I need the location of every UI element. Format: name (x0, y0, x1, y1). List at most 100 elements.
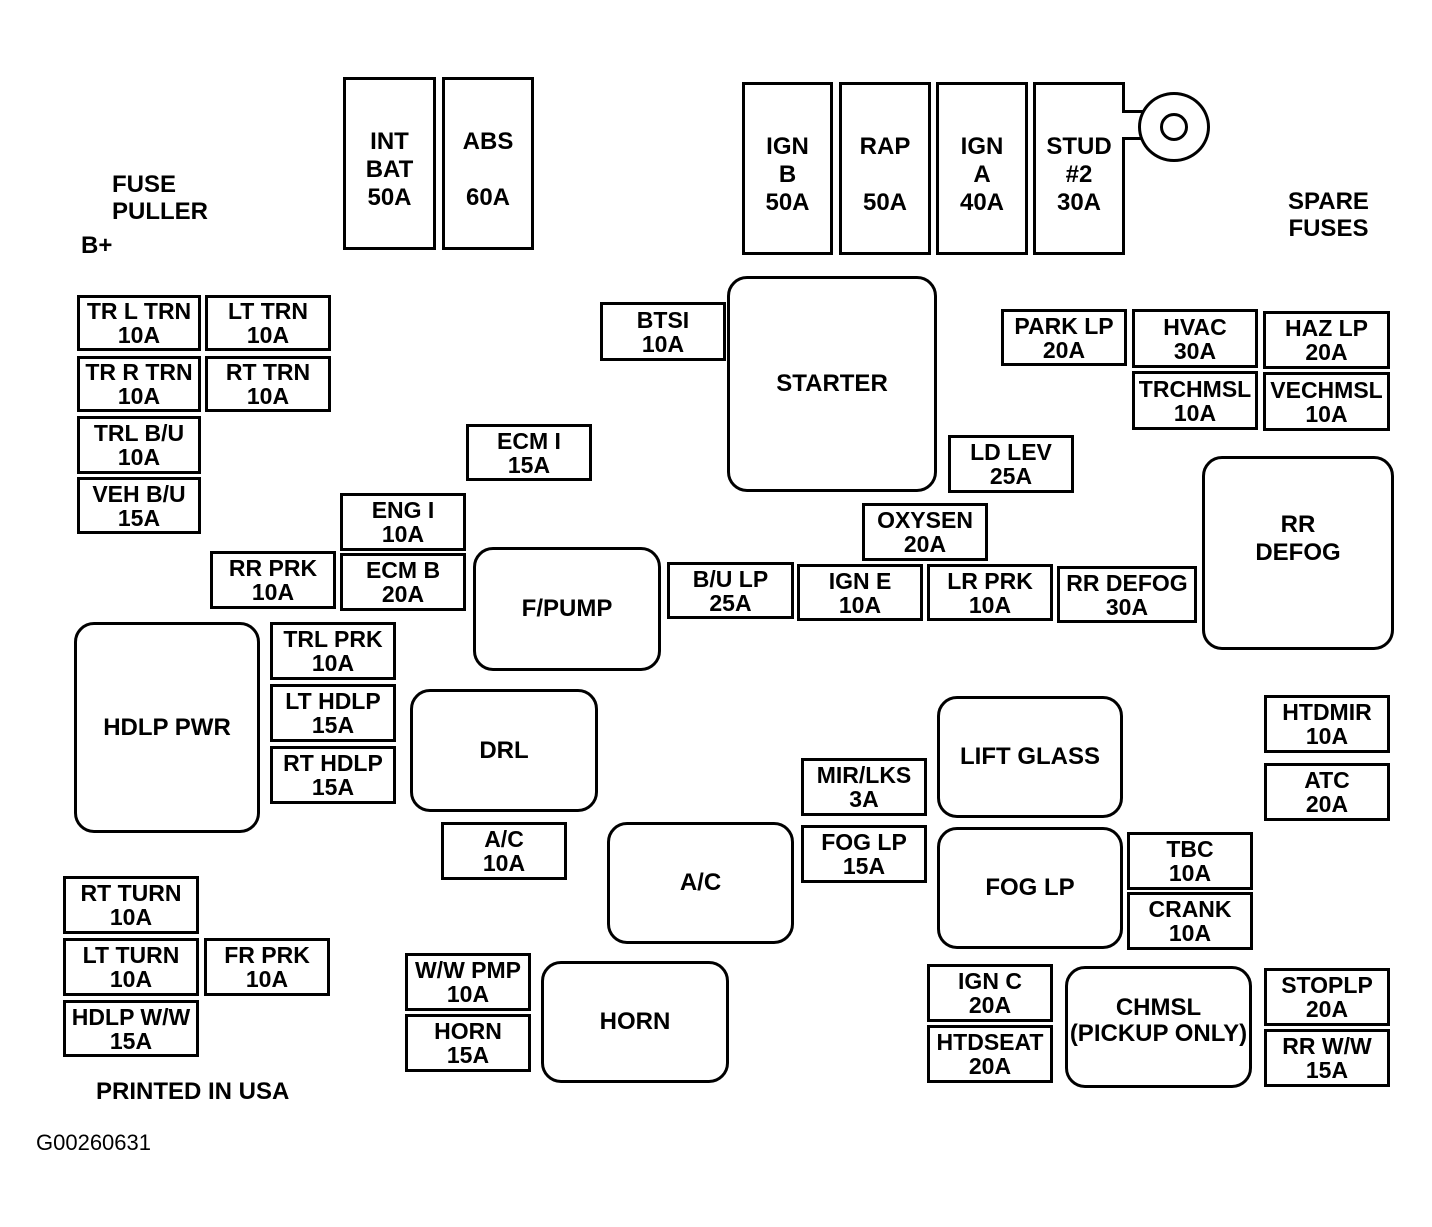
fuse-w-w-pmp: W/W PMP 10A (405, 953, 531, 1011)
fuse-ecm-b: ECM B 20A (340, 553, 466, 611)
fuse-label: OXYSEN (877, 507, 973, 533)
fuse-vechmsl: VECHMSL 10A (1263, 372, 1390, 431)
fuse-rating: 10A (446, 981, 490, 1007)
fuse-label: RT HDLP (283, 750, 383, 776)
fuse-lt-hdlp: LT HDLP 15A (270, 684, 396, 742)
fuse-label: HAZ LP (1284, 315, 1369, 341)
fuse-rating: 20A (968, 1053, 1012, 1079)
fuse-rating: 20A (903, 531, 947, 557)
fuse-rating: 20A (1042, 336, 1086, 363)
fuse-ld-lev: LD LEV 25A (948, 435, 1074, 493)
fuse-lt-trn: LT TRN 10A (205, 295, 331, 351)
fuse-label: HTDSEAT (936, 1029, 1044, 1055)
fuse-rating: 10A (482, 850, 526, 876)
fuse-htdmir: HTDMIR 10A (1264, 695, 1390, 753)
fuse-haz-lp: HAZ LP 20A (1263, 311, 1390, 369)
fuse-label: TBC (1166, 836, 1214, 862)
fuse-label: HTDMIR (1282, 699, 1372, 725)
fuse-label: B (778, 161, 797, 188)
fuse-label: INT (370, 128, 409, 155)
fuse-ecm-i: ECM I 15A (466, 424, 592, 481)
fuse-label: ECM B (365, 557, 441, 583)
fuse-rr-defog: RR DEFOG 30A (1057, 566, 1197, 623)
fuse-rating: 10A (251, 579, 295, 605)
fuse-rating: 15A (446, 1042, 490, 1068)
fuse-a-c: A/C 10A (441, 822, 567, 880)
fuse-rating: 20A (968, 992, 1012, 1018)
fuse-eng-i: ENG I 10A (340, 493, 466, 551)
fuse-fog-lp: FOG LP 15A (801, 825, 927, 883)
fuse-trl-b-u: TRL B/U 10A (77, 416, 201, 474)
relay-drl: DRL (410, 689, 598, 812)
fuse-rating: 15A (842, 853, 886, 879)
fuse-rating: 10A (1305, 723, 1349, 749)
fuse-hvac: HVAC 30A (1132, 309, 1258, 368)
fuse-puller-label: FUSE PULLER (112, 171, 208, 225)
relay-rr-defog: RR DEFOG (1202, 456, 1394, 650)
fuse-label: HORN (434, 1018, 502, 1044)
fuse-rating: 20A (1305, 791, 1349, 817)
fuse-label: B/U LP (692, 565, 769, 592)
fuse-rating: 10A (968, 591, 1012, 618)
fuse-label: LR PRK (947, 567, 1033, 594)
fuse-rating: 10A (838, 591, 882, 618)
fuse-label: W/W PMP (414, 957, 522, 983)
relay-label: F/PUMP (521, 595, 613, 622)
figure-code-label: G00260631 (36, 1130, 151, 1155)
fuse-atc: ATC 20A (1264, 763, 1390, 821)
fuse-hdlp-w-w: HDLP W/W 15A (63, 1000, 199, 1057)
spare-fuses-label-line2: FUSES (1288, 215, 1369, 242)
maxi-fuse-int-bat: INT BAT 50A (343, 77, 436, 250)
fuse-rating: 15A (1305, 1057, 1349, 1083)
fuse-label: VECHMSL (1270, 376, 1383, 403)
relay-label: HORN (599, 1008, 671, 1035)
maxi-fuse-ign-a: IGN A 40A (936, 82, 1028, 255)
fuse-label: TRL B/U (93, 420, 185, 446)
fuse-rating: 15A (311, 712, 355, 738)
fuse-ign-c: IGN C 20A (927, 964, 1053, 1022)
spare-fuses-label: SPARE FUSES (1288, 188, 1369, 242)
fuse-rating: 10A (311, 650, 355, 676)
fuse-label: TRCHMSL (1138, 375, 1252, 402)
fuse-rating: 15A (507, 451, 551, 478)
fuse-lt-turn: LT TURN 10A (63, 938, 199, 996)
fuse-rating: 10A (117, 322, 161, 348)
fuse-rating: 10A (1305, 400, 1348, 427)
fuse-label: IGN C (958, 968, 1022, 994)
relay-hdlp-pwr: HDLP PWR (74, 622, 260, 833)
fuse-rating: 20A (381, 581, 425, 607)
fuse-rating: 10A (109, 966, 153, 992)
fuse-label: LT HDLP (285, 688, 381, 714)
fuse-rating: 3A (849, 786, 879, 812)
maxi-fuse-rap: RAP 50A (839, 82, 931, 255)
relay-label: HDLP PWR (103, 713, 231, 741)
fuse-rt-turn: RT TURN 10A (63, 876, 199, 934)
fuse-rating: 15A (311, 774, 355, 800)
fuse-tr-r-trn: TR R TRN 10A (77, 356, 201, 412)
fuse-label: A/C (484, 826, 524, 852)
fuse-mir-lks: MIR/LKS 3A (801, 758, 927, 816)
fuse-label: HVAC (1163, 313, 1227, 340)
fuse-rating: 10A (117, 383, 161, 409)
fuse-rating: 10A (1168, 860, 1212, 886)
fuse-rating: 10A (117, 444, 161, 470)
fuse-rating: 30A (1173, 337, 1217, 364)
fuse-rating: 50A (862, 189, 908, 216)
fuse-rating: 15A (117, 504, 161, 531)
fuse-label: ABS (462, 128, 514, 155)
spare-fuses-label-line1: SPARE (1288, 188, 1369, 215)
fuse-label: BTSI (636, 306, 690, 333)
fuse-label: RR W/W (1282, 1033, 1372, 1059)
fuse-rating: 40A (959, 189, 1005, 216)
fuse-label: RAP (859, 133, 911, 160)
relay-fog-lp: FOG LP (937, 827, 1123, 949)
fuse-b-u-lp: B/U LP 25A (667, 562, 794, 619)
fuse-label: IGN E (828, 567, 892, 594)
fuse-rating: 15A (109, 1027, 153, 1054)
fuse-label: FR PRK (224, 942, 310, 968)
fuse-rating: 25A (989, 463, 1033, 489)
fuse-rating: 10A (246, 322, 290, 348)
fuse-rating: 10A (246, 383, 290, 409)
fuse-tbc: TBC 10A (1127, 832, 1253, 890)
